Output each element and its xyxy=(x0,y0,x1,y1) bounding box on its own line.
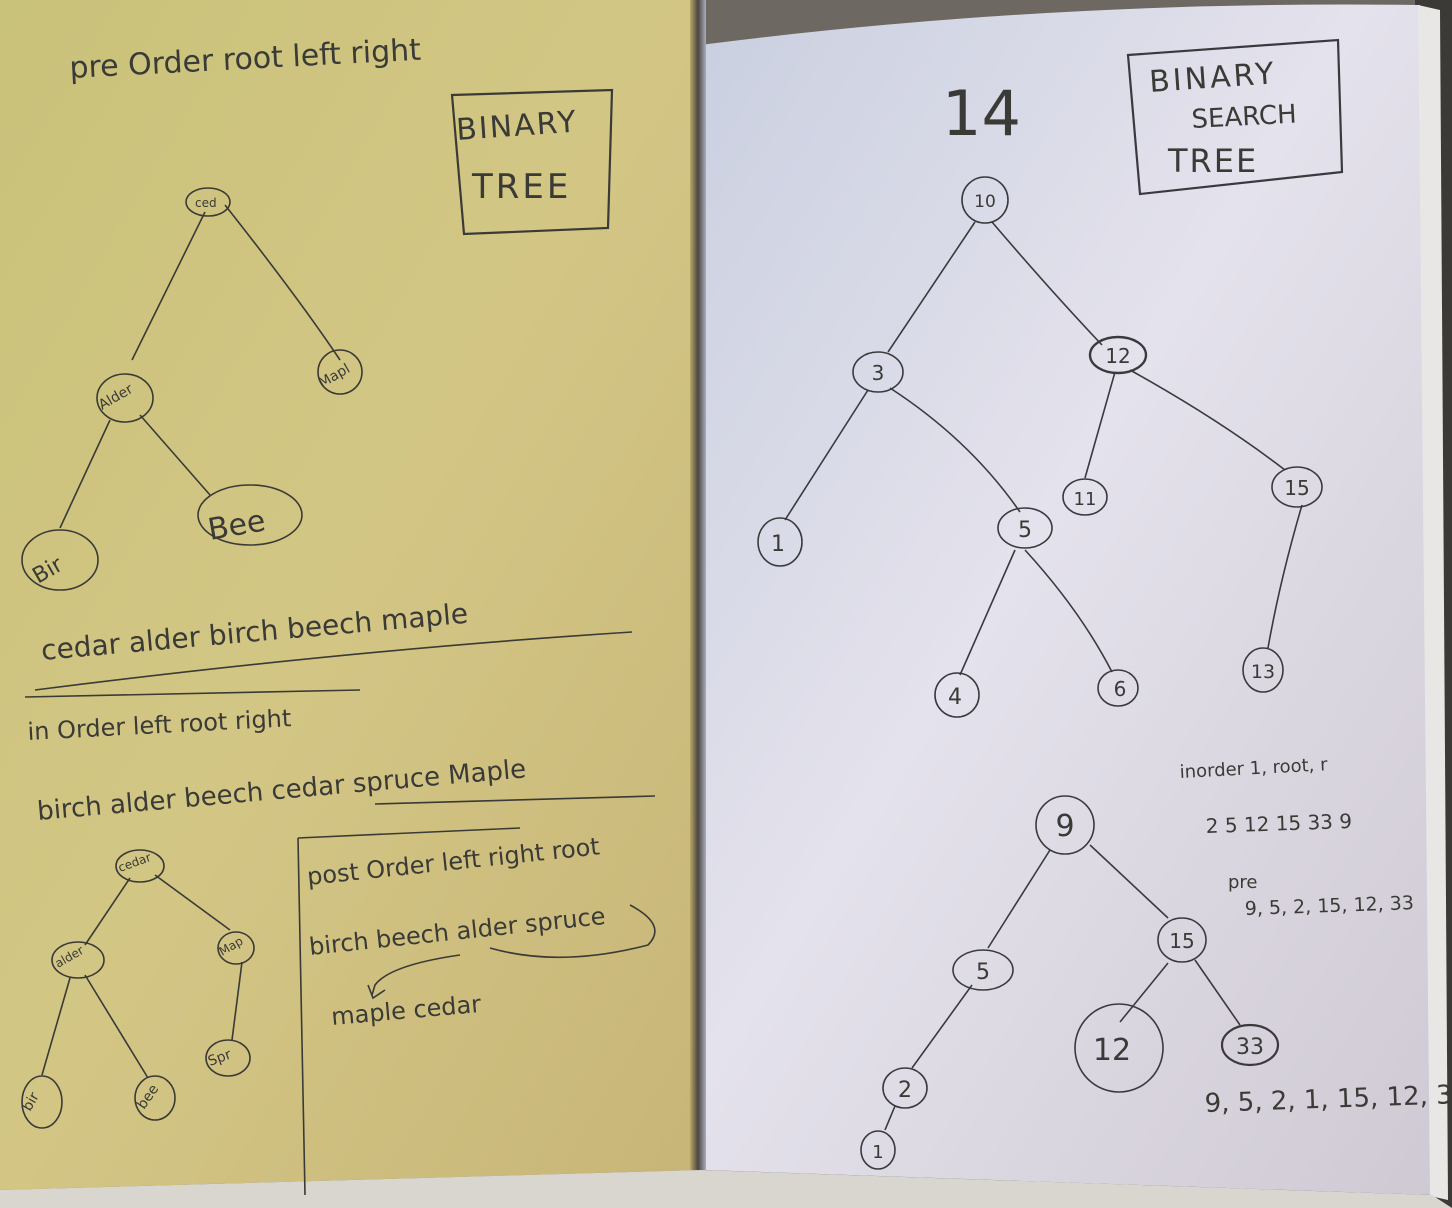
edge xyxy=(1129,369,1286,471)
tree1-node-left-right xyxy=(197,484,303,546)
edge xyxy=(1024,549,1113,673)
edge xyxy=(1119,962,1169,1023)
bst-label-12: 12 xyxy=(1105,344,1130,368)
edge xyxy=(991,221,1103,346)
page-stack xyxy=(1418,5,1448,1200)
tree2-node-left xyxy=(51,941,105,979)
divider xyxy=(34,631,633,691)
bst-node-10 xyxy=(961,176,1009,224)
edge xyxy=(1084,371,1116,479)
bst-label-10: 10 xyxy=(974,192,996,212)
edge xyxy=(1089,844,1169,919)
bst2-label-5: 5 xyxy=(976,960,990,985)
edge xyxy=(84,974,149,1079)
tree2-node-left-right xyxy=(134,1075,176,1121)
edge xyxy=(784,389,869,521)
bst-label-1: 1 xyxy=(771,532,785,557)
edge xyxy=(231,961,243,1041)
bst-node-11 xyxy=(1062,478,1108,516)
tree2-node-right xyxy=(217,931,255,965)
title-box xyxy=(450,88,614,236)
bst2-node-33 xyxy=(1220,1023,1280,1067)
bst-title-box xyxy=(1126,38,1344,196)
edge xyxy=(959,549,1016,676)
gutter xyxy=(690,0,706,1175)
bst-node-5 xyxy=(997,507,1053,549)
bst2-label-9: 9 xyxy=(1055,809,1074,844)
bst2-node-5 xyxy=(952,949,1014,991)
bst-label-3: 3 xyxy=(872,361,885,385)
edge xyxy=(84,877,131,946)
bst-node-13 xyxy=(1242,647,1284,693)
bst2-node-9 xyxy=(1035,795,1095,855)
edge xyxy=(59,419,111,529)
postorder-circle xyxy=(489,904,656,959)
bst2-node-12 xyxy=(1074,1003,1164,1093)
divider xyxy=(374,795,656,805)
bst2-label-12: 12 xyxy=(1093,1033,1131,1068)
bst-node-15 xyxy=(1271,466,1323,508)
edge xyxy=(131,211,206,361)
bst-node-6 xyxy=(1097,669,1139,707)
bst2-node-15 xyxy=(1157,917,1207,963)
edge xyxy=(41,977,71,1076)
bst-title-line2: SEARCH xyxy=(1191,100,1298,135)
edge xyxy=(887,221,976,353)
bst-node-1 xyxy=(757,517,803,567)
bst2-label-2: 2 xyxy=(898,1078,912,1103)
tree1-node-left-left xyxy=(21,529,99,591)
bst-node-4 xyxy=(934,672,980,718)
bst-node-3 xyxy=(852,351,904,393)
title-line2: TREE xyxy=(471,167,571,207)
tree2-right-child-label: Spr xyxy=(206,1047,234,1070)
edge xyxy=(1267,504,1303,649)
right-page-content xyxy=(757,38,1344,1170)
bst-label-11: 11 xyxy=(1074,489,1097,510)
pre-label: pre xyxy=(1228,872,1258,893)
postorder-arrow xyxy=(367,954,461,1000)
bst-label-6: 6 xyxy=(1114,677,1127,701)
left-page xyxy=(0,0,700,1190)
bst-label-4: 4 xyxy=(948,685,962,710)
tree1-node-left xyxy=(96,373,154,423)
bst-title-line3: TREE xyxy=(1167,142,1258,180)
edge xyxy=(911,984,973,1069)
left-page-content xyxy=(21,88,656,1196)
tree1-node-right xyxy=(317,349,363,395)
tree1-node-root xyxy=(185,187,231,217)
edge xyxy=(987,849,1051,949)
edge xyxy=(884,1105,896,1131)
edge xyxy=(1194,959,1241,1026)
bst2-node-1 xyxy=(860,1130,896,1170)
bst2-label-33: 33 xyxy=(1236,1035,1264,1060)
edge xyxy=(154,874,231,931)
tree2-node-right-child xyxy=(205,1039,251,1077)
bottom-cloth xyxy=(0,1170,1452,1208)
page-number: 14 xyxy=(942,77,1021,150)
bst2-node-2 xyxy=(882,1067,928,1109)
bst2-label-1: 1 xyxy=(872,1142,883,1163)
tree1-root-label: ced xyxy=(195,196,217,210)
right-page-text: 14 BINARY SEARCH TREE 10 3 12 1 5 11 15 … xyxy=(771,56,1452,1163)
edge xyxy=(889,387,1021,513)
edge xyxy=(139,414,211,496)
divider xyxy=(24,689,361,698)
bst-label-15: 15 xyxy=(1284,476,1309,500)
postorder-box-edge xyxy=(297,827,521,839)
bst-label-13: 13 xyxy=(1251,661,1275,683)
bst-node-12 xyxy=(1088,335,1148,375)
inorder-sequence: 2 5 12 15 33 9 xyxy=(1205,809,1352,838)
bst-label-5: 5 xyxy=(1018,518,1032,543)
bst2-label-15: 15 xyxy=(1169,929,1194,953)
postorder-box-edge xyxy=(297,837,306,1196)
tree2-node-left-left xyxy=(21,1075,63,1129)
edge xyxy=(224,204,341,361)
tree2-node-root xyxy=(115,849,165,883)
title-line1: BINARY xyxy=(455,105,579,148)
